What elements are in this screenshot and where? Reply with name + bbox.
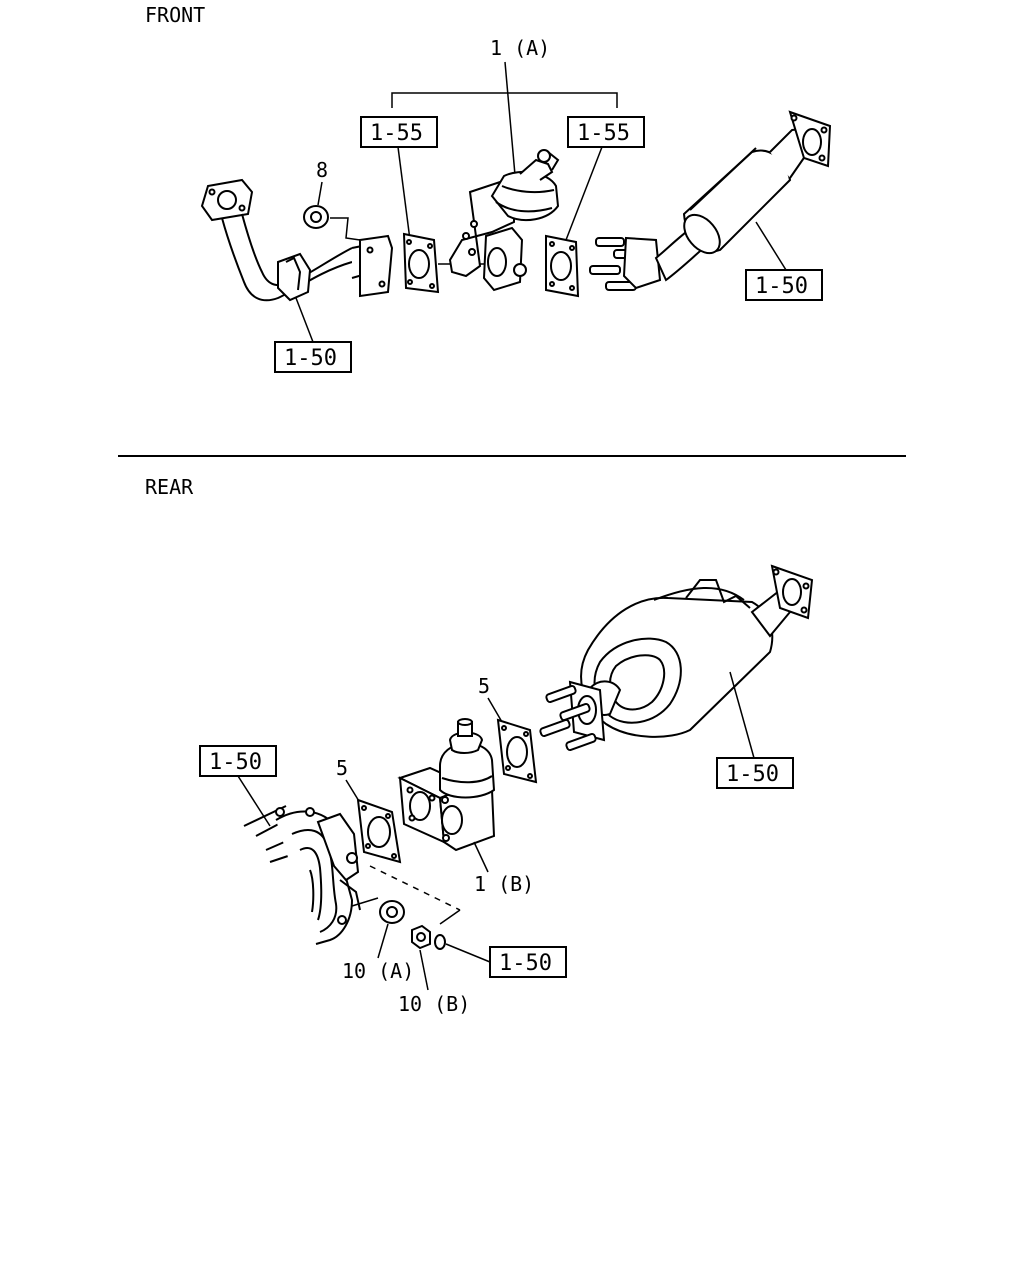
nut-bracket-a [351, 897, 379, 907]
nut-centerline [369, 865, 461, 911]
callout-part-8: 8 [316, 158, 328, 182]
rear-section-title: REAR [145, 475, 194, 499]
ref-box-1-50-rear-nuts-label: 1-50 [499, 951, 552, 976]
ref-box-1-50-front-pipe-label: 1-50 [284, 346, 337, 371]
leader-1-50-rear-pipe [237, 775, 271, 827]
ref-box-1-55-right-label: 1-55 [577, 121, 630, 146]
ref-box-1-55-left-label: 1-55 [370, 121, 423, 146]
leader-1a [504, 61, 516, 176]
nut-10b [411, 924, 431, 950]
front-section-title: FRONT [145, 3, 205, 27]
callout-part-1a: 1 (A) [490, 36, 550, 60]
washer [434, 934, 446, 950]
studs-rear [539, 684, 597, 752]
front-exhaust-pipe [200, 178, 394, 302]
ref-box-1-50-rear-converter-label: 1-50 [726, 762, 779, 787]
ref-box-1-50-front-pipe[interactable]: 1-50 [274, 341, 352, 373]
leader-1-50-rear-converter [729, 671, 755, 759]
callout-gasket-5-left: 5 [336, 756, 348, 780]
ref-box-1-50-rear-pipe-label: 1-50 [209, 750, 262, 775]
gasket-rear-left [356, 798, 402, 864]
ref-box-1-50-rear-nuts[interactable]: 1-50 [489, 946, 567, 978]
sensor-assembly-1b [397, 718, 496, 852]
ref-box-1-55-right[interactable]: 1-55 [567, 116, 645, 148]
rear-catalytic-converter [568, 564, 814, 742]
nut-8 [303, 205, 329, 229]
gasket-front-left [402, 232, 440, 294]
front-catalytic-converter [622, 110, 832, 290]
leader-8-stud [330, 217, 361, 241]
ref-box-1-50-rear-converter[interactable]: 1-50 [716, 757, 794, 789]
ref-box-1-50-front-converter[interactable]: 1-50 [745, 269, 823, 301]
bracket-1-55 [391, 92, 618, 108]
leader-1-55-right [565, 146, 603, 241]
gasket-front-right [545, 234, 580, 298]
ref-box-1-55-left[interactable]: 1-55 [360, 116, 438, 148]
leader-5-right [487, 697, 503, 723]
leader-1-55-left [397, 146, 411, 241]
rear-exhaust-pipe [243, 805, 361, 945]
callout-nut-10b: 10 (B) [398, 992, 470, 1016]
callout-part-1b: 1 (B) [474, 872, 534, 896]
nut-10a [379, 900, 405, 924]
leader-1-50-front-pipe [295, 297, 314, 343]
leader-10b [419, 949, 429, 991]
callout-nut-10a: 10 (A) [342, 959, 414, 983]
leader-10a [377, 923, 389, 959]
callout-gasket-5-right: 5 [478, 674, 490, 698]
ref-box-1-50-front-converter-label: 1-50 [755, 274, 808, 299]
leader-1-50-front-converter [755, 221, 787, 271]
leader-8 [317, 181, 323, 206]
gasket-rear-right [496, 718, 538, 784]
nut-bracket-b [439, 909, 461, 925]
sensor-assembly-1a [448, 149, 560, 292]
ref-box-1-50-rear-pipe[interactable]: 1-50 [199, 745, 277, 777]
leader-1-50-rear-nuts [445, 943, 491, 963]
leader-1b [473, 841, 489, 873]
